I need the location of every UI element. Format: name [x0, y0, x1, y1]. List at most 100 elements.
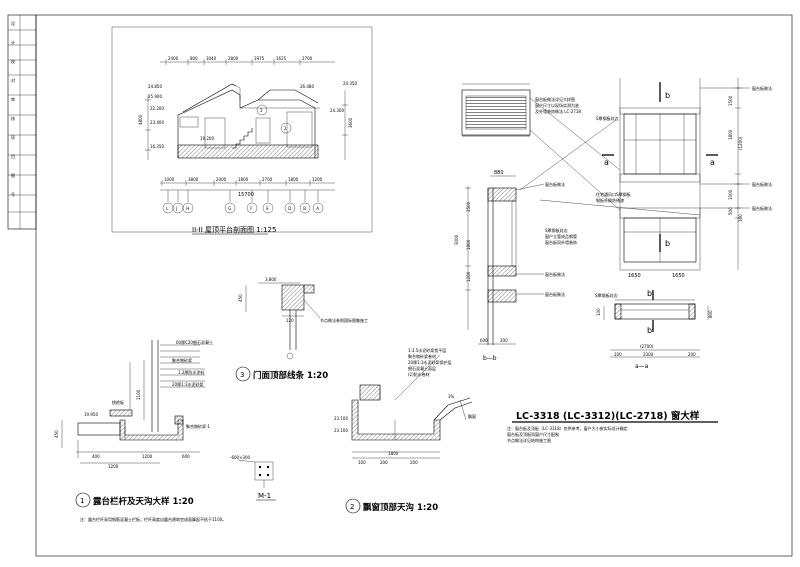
grid-axis-bubble [262, 202, 274, 214]
svg-text:b: b [647, 289, 652, 298]
svg-text:注：窗台板及顶板（LC-3318）仅供参考，窗户大小按实际设: 注：窗台板及顶板（LC-3318）仅供参考，窗户大小按实际设计确定 [507, 425, 628, 431]
grid-axis-bubble [224, 202, 236, 214]
grid-axis-bubble [284, 202, 296, 214]
m1-detail: -600×300 M-1 [230, 455, 276, 501]
svg-text:23.100: 23.100 [334, 428, 348, 433]
svg-text:1200: 1200 [108, 464, 119, 469]
svg-text:200: 200 [380, 460, 388, 465]
grid-axis-label: H [186, 206, 189, 211]
side-label: 项 [11, 134, 15, 140]
window-right-dim: 1800 [728, 129, 733, 140]
detail-3-title: 门面顶部线条 1:20 [253, 370, 328, 381]
elevation-label: 19.200 [200, 136, 214, 141]
section-top-dim: 2400 [168, 56, 179, 61]
svg-text:-600×300: -600×300 [230, 455, 251, 460]
svg-text:60厚C20细石混凝土: 60厚C20细石混凝土 [176, 339, 213, 345]
svg-text:800: 800 [708, 310, 713, 318]
svg-text:1650: 1650 [628, 273, 641, 279]
title-strip-rows [8, 15, 36, 229]
svg-text:1200: 1200 [142, 454, 153, 459]
svg-text:挑檐板: 挑檐板 [112, 399, 124, 405]
elevation-label: 24.300 [330, 108, 344, 113]
section-top-dim: 1625 [276, 56, 287, 61]
svg-text:b—b: b—b [483, 355, 497, 362]
svg-text:15700: 15700 [238, 192, 254, 198]
section-top-dim: 2800 [228, 56, 239, 61]
detail-1-drawing: 400 1200 600 1200 450 1100 19.950 聚合物砂浆-… [54, 339, 226, 522]
svg-text:1: 1 [80, 497, 84, 505]
side-label: 校 [11, 58, 15, 64]
section-bottom-dim: 2700 [262, 177, 273, 182]
svg-text:S厚钢板封边: S厚钢板封边 [596, 115, 619, 121]
svg-text:窗台板同外墙装饰: 窗台板同外墙装饰 [545, 239, 577, 245]
drawing-title: LC-3318 (LC-3312)(LC-2718) 窗大样 [516, 410, 700, 422]
svg-text:飘窗: 飘窗 [468, 413, 476, 419]
svg-text:1650: 1650 [672, 273, 685, 279]
svg-text:窗户立管成品钢管: 窗户立管成品钢管 [545, 233, 577, 239]
side-label: 审 [11, 96, 15, 102]
svg-text:3%: 3% [448, 394, 455, 399]
bb-dim: 600 [480, 338, 488, 343]
grid-axis-label: L [166, 206, 169, 211]
svg-text:23.100: 23.100 [334, 416, 348, 421]
elevation-label: 16.350 [150, 144, 164, 149]
section-bottom-dim: 1200 [312, 177, 323, 182]
svg-text:窗台板及顶板同窗户尺寸配制: 窗台板及顶板同窗户尺寸配制 [507, 431, 559, 437]
side-label: 设 [11, 20, 15, 26]
grid-axis-label: E [266, 206, 269, 211]
side-label: 核 [11, 115, 15, 121]
svg-text:3: 3 [240, 371, 244, 379]
aa-dim: 200 [688, 352, 696, 357]
window-right-dim: 1000 [728, 189, 733, 200]
svg-text:a—a: a—a [635, 363, 649, 370]
svg-text:窗台板做法: 窗台板做法 [752, 85, 772, 91]
svg-text:钢板外刷防锈漆: 钢板外刷防锈漆 [596, 197, 624, 203]
side-label: 号 [11, 191, 15, 197]
svg-text:b: b [647, 326, 652, 335]
svg-text:4800: 4800 [138, 114, 143, 125]
section-top-dim: 3040 [206, 56, 217, 61]
elevation-label: 24.350 [343, 81, 357, 86]
grid-axis-bubble [246, 202, 258, 214]
elevation-label: 22.200 [150, 106, 164, 111]
side-label: 目 [11, 154, 15, 159]
grid-axis-bubble [182, 202, 194, 214]
section-top-dim: 1975 [254, 56, 265, 61]
window-left-dim: 3000 [454, 234, 459, 245]
svg-text:1:3.5水泥砂浆找平层: 1:3.5水泥砂浆找平层 [408, 347, 446, 353]
svg-text:窗台板做法: 窗台板做法 [545, 271, 565, 277]
svg-text:1: 1 [260, 108, 263, 113]
svg-text:及外墙装饰做法 LC-2718: 及外墙装饰做法 LC-2718 [535, 108, 581, 114]
svg-text:450: 450 [54, 430, 59, 438]
section-top-dim: 2700 [302, 56, 313, 61]
window-detail-title-block: LC-3318 (LC-3312)(LC-2718) 窗大样 注：窗台板及顶板（… [507, 410, 718, 443]
title-strip [7, 14, 37, 230]
svg-text:窗台板做法详见大样图: 窗台板做法详见大样图 [535, 96, 575, 102]
svg-text:1100: 1100 [136, 389, 141, 400]
section-bottom-dim: 1800 [238, 177, 249, 182]
grid-axis-label: J [175, 206, 177, 211]
svg-text:聚合物砂浆-1: 聚合物砂浆-1 [186, 423, 210, 429]
svg-text:b: b [665, 91, 670, 100]
svg-text:窗台板做法: 窗台板做法 [545, 181, 565, 187]
svg-text:a: a [710, 158, 715, 167]
grid-axis-label: G [228, 206, 231, 211]
grid-axis-label: F [250, 206, 253, 211]
svg-text:窗台板做法: 窗台板做法 [752, 205, 772, 211]
detail-3-drawing: 3.800 450 120 节点做法参照国标图集施工 3 门面顶部线条 1:20 [235, 277, 368, 382]
detail-2-drawing: 飘窗 3% 100 200 200 1800 23.100 23.100 1:3… [334, 347, 476, 514]
sheet-border [35, 14, 793, 557]
window-right-dim: 500 [728, 207, 733, 215]
elevation-label: 26.480 [300, 84, 314, 89]
grid-axis-bubble [172, 202, 184, 214]
grid-axis-bubble [299, 202, 311, 214]
aa-dim: (2700) [640, 344, 654, 349]
svg-text:19.950: 19.950 [84, 412, 98, 417]
svg-text:120: 120 [286, 318, 294, 323]
window-right-dim: 1500 [728, 95, 733, 106]
svg-text:聚合物砂浆卷材: 聚合物砂浆卷材 [408, 353, 436, 359]
window-left-dim: 1800 [466, 239, 471, 250]
side-label: 图 [11, 172, 15, 178]
